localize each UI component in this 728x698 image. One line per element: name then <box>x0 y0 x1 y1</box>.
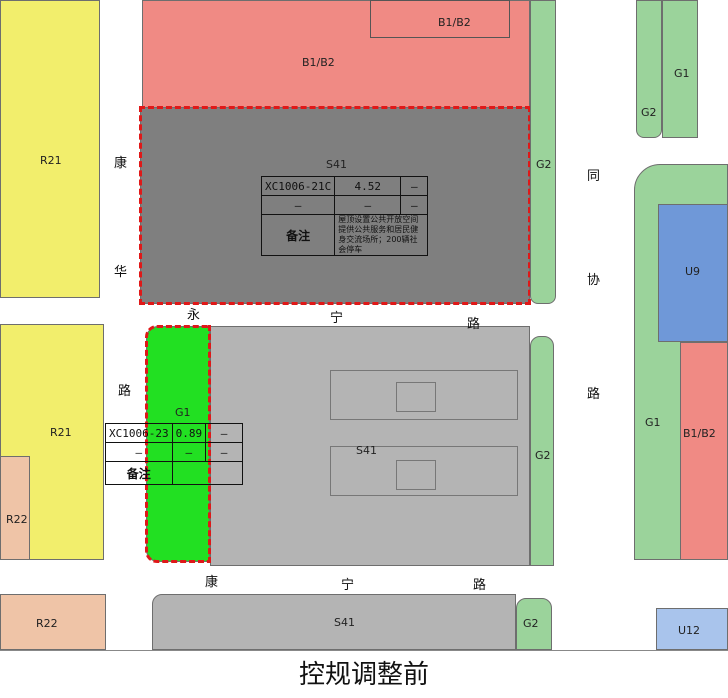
zone-label-s41-mid: S41 <box>356 444 377 457</box>
zone-label-b1b2-top: B1/B2 <box>302 56 335 69</box>
table-mid-note-label: 备注 <box>105 461 173 485</box>
highlight-s41-top <box>139 106 531 305</box>
zone-label-s41-bottom: S41 <box>334 616 355 629</box>
zone-label-g2-right-top: G2 <box>536 158 552 171</box>
table-top-dash4: — <box>400 195 429 215</box>
zone-u9-east <box>658 204 728 342</box>
zone-label-g1-east: G1 <box>645 416 661 429</box>
table-mid-dash3: — <box>171 442 207 462</box>
road-yongning-1: 永 <box>187 308 201 323</box>
zone-label-r21-mid: R21 <box>50 426 72 439</box>
zone-label-u12-east: U12 <box>678 624 701 637</box>
road-tongxie-2: 协 <box>587 273 601 288</box>
zone-b1b2-top-small <box>370 0 510 38</box>
road-kanghua-1: 康 <box>114 156 128 171</box>
building-mid-2 <box>330 446 518 496</box>
zone-label-g1-park: G1 <box>175 406 191 419</box>
table-top-dash1: — <box>400 176 429 196</box>
table-mid-note-empty <box>171 461 244 485</box>
zone-label-g1-east-top: G1 <box>674 67 690 80</box>
map-caption: 控规调整前 <box>298 660 429 690</box>
zone-g2-right-top <box>530 0 556 304</box>
zone-b1b2-east <box>680 342 728 560</box>
zone-r21-top <box>0 0 100 298</box>
zone-u12-east <box>656 608 728 650</box>
road-yongning-2: 宁 <box>330 311 344 326</box>
table-mid-dash1: — <box>205 423 244 443</box>
table-mid-value: 0.89 <box>171 423 207 443</box>
road-tongxie-1: 同 <box>587 169 601 184</box>
road-kangning-3: 路 <box>473 578 487 593</box>
zone-label-r22-bottom: R22 <box>36 617 58 630</box>
zone-label-g2-east-top: G2 <box>641 106 657 119</box>
road-kangning-2: 宁 <box>341 578 355 593</box>
road-tongxie-3: 路 <box>587 387 601 402</box>
zone-label-g2-right-bottom: G2 <box>523 617 539 630</box>
table-mid-dash4: — <box>205 442 244 462</box>
building-mid-4 <box>396 460 436 490</box>
road-kanghua-2: 华 <box>114 265 128 280</box>
table-top-value: 4.52 <box>334 176 402 196</box>
table-mid-dash2: — <box>105 442 173 462</box>
building-mid-1 <box>330 370 518 420</box>
road-kangning-1: 康 <box>205 575 219 590</box>
zone-label-s41-top: S41 <box>326 158 347 171</box>
table-top: XC1006-21C 4.52 — — — — 备注 屋顶设置公共开放空间提供公… <box>260 176 429 256</box>
zone-label-g2-right-mid: G2 <box>535 449 551 462</box>
road-kanghua-3: 路 <box>118 384 132 399</box>
zone-label-r21-top: R21 <box>40 154 62 167</box>
zone-g2-right-mid <box>530 336 554 566</box>
zone-g2-right-bottom <box>516 598 552 650</box>
table-top-dash3: — <box>334 195 402 215</box>
zone-g1-east-top <box>662 0 698 138</box>
zone-r22-mid <box>0 456 30 560</box>
table-top-note: 屋顶设置公共开放空间提供公共服务和居民健身交流场所；200辆社会停车 <box>334 214 429 256</box>
table-top-note-label: 备注 <box>260 214 336 256</box>
zone-label-u9-east: U9 <box>685 265 701 278</box>
zone-r22-bottom <box>0 594 106 650</box>
zone-label-b1b2-top-small: B1/B2 <box>438 16 471 29</box>
road-yongning-3: 路 <box>467 317 481 332</box>
zone-label-b1b2-east: B1/B2 <box>683 427 716 440</box>
table-mid-code: XC1006-23 <box>105 423 173 443</box>
table-top-code: XC1006-21C <box>260 176 336 196</box>
zone-s41-bottom <box>152 594 516 650</box>
table-top-dash2: — <box>260 195 336 215</box>
planning-map: R21 R21 R22 R22 B1/B2 B1/B2 S41 XC1006-2… <box>0 0 728 651</box>
zone-g2-east-top <box>636 0 662 138</box>
table-mid: XC1006-23 0.89 — — — — 备注 <box>105 423 244 485</box>
building-mid-3 <box>396 382 436 412</box>
zone-label-r22-mid: R22 <box>6 513 28 526</box>
